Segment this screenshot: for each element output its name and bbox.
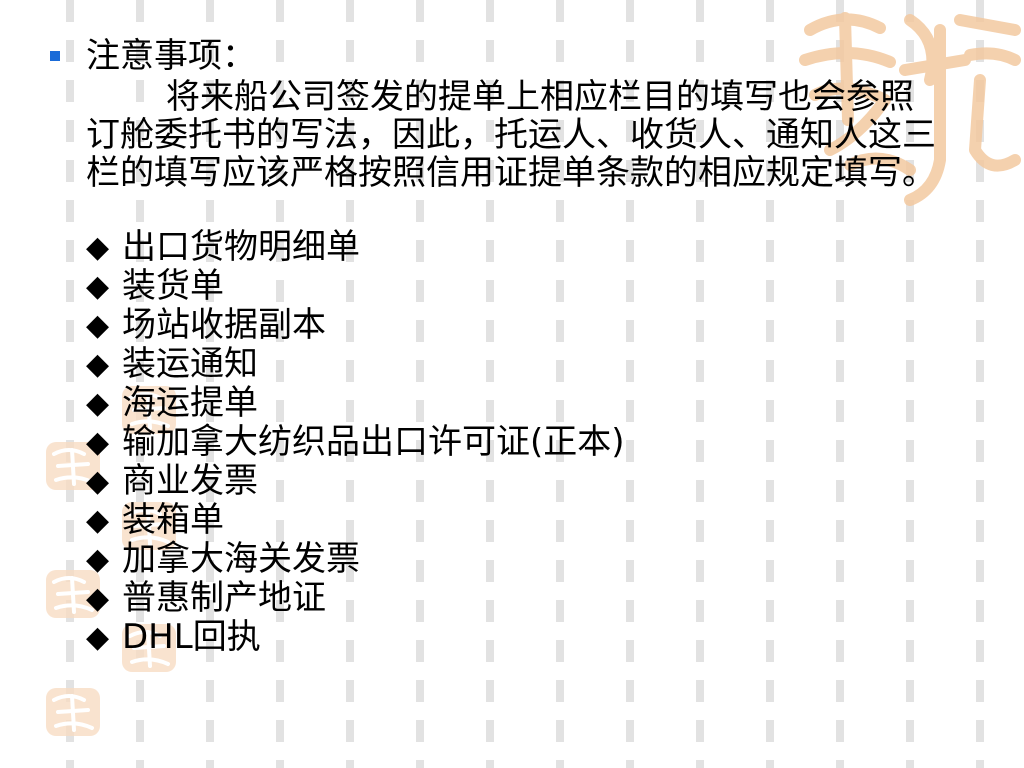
dashed-line xyxy=(346,0,354,768)
small-seal-icon xyxy=(46,442,100,490)
dashed-line xyxy=(486,0,494,768)
list-item: ◆ 海运提单 xyxy=(86,384,625,423)
diamond-bullet-icon: ◆ xyxy=(86,425,110,460)
list-item-text: 加拿大海关发票 xyxy=(122,539,360,579)
list-item-text: 场站收据副本 xyxy=(122,305,326,345)
dashed-line xyxy=(696,0,704,768)
list-item-text: 海运提单 xyxy=(122,383,258,423)
small-seal-icon xyxy=(122,624,176,672)
dashed-line xyxy=(206,0,214,768)
auspicious-seal-icon xyxy=(799,12,1021,206)
list-item-text: 商业发票 xyxy=(122,461,258,501)
list-item: ◆ 普惠制产地证 xyxy=(86,579,625,618)
list-item: ◆ DHL回执 xyxy=(86,618,625,657)
small-seal-icon xyxy=(46,570,100,618)
dashed-line xyxy=(836,0,844,768)
list-item: ◆ 加拿大海关发票 xyxy=(86,540,625,579)
diamond-bullet-icon: ◆ xyxy=(86,542,110,577)
diamond-bullet-icon: ◆ xyxy=(86,386,110,421)
list-item: ◆ 装货单 xyxy=(86,267,625,306)
list-item: ◆ 商业发票 xyxy=(86,462,625,501)
diamond-bullet-icon: ◆ xyxy=(86,581,110,616)
dashed-line xyxy=(276,0,284,768)
list-item: ◆ 装箱单 xyxy=(86,501,625,540)
dashed-line xyxy=(626,0,634,768)
list-item: ◆ 场站收据副本 xyxy=(86,306,625,345)
dashed-line xyxy=(66,0,74,768)
list-item-text: 装运通知 xyxy=(122,344,258,384)
diamond-bullet-icon: ◆ xyxy=(86,464,110,499)
diamond-bullet-icon: ◆ xyxy=(86,230,110,265)
list-item: ◆ 出口货物明细单 xyxy=(86,228,625,267)
diamond-bullet-icon: ◆ xyxy=(86,347,110,382)
small-seal-icon xyxy=(46,688,100,736)
small-seal-icon xyxy=(122,386,176,434)
dashed-line xyxy=(416,0,424,768)
list-item: ◆ 装运通知 xyxy=(86,345,625,384)
small-seal-icon xyxy=(122,502,176,550)
list-item-text: 普惠制产地证 xyxy=(122,578,326,618)
list-item-text: 装箱单 xyxy=(122,500,224,540)
slide-paragraph: 将来船公司签发的提单上相应栏目的填写也会参照订舱委托书的写法，因此，托运人、收货… xyxy=(86,77,936,193)
diamond-bullet-icon: ◆ xyxy=(86,308,110,343)
dashed-line xyxy=(906,0,914,768)
square-bullet-icon xyxy=(50,51,60,61)
list-item-text: DHL回执 xyxy=(122,617,261,657)
list-item-text: 输加拿大纺织品出口许可证(正本) xyxy=(122,422,625,462)
diamond-bullet-icon: ◆ xyxy=(86,503,110,538)
list-item: ◆ 输加拿大纺织品出口许可证(正本) xyxy=(86,423,625,462)
diamond-bullet-icon: ◆ xyxy=(86,269,110,304)
list-item-text: 装货单 xyxy=(122,266,224,306)
document-list: ◆ 出口货物明细单 ◆ 装货单 ◆ 场站收据副本 ◆ 装运通知 ◆ 海运提单 ◆ 输加拿大纺… xyxy=(86,228,625,657)
dashed-line xyxy=(766,0,774,768)
dashed-line xyxy=(136,0,144,768)
dashed-line xyxy=(556,0,564,768)
diamond-bullet-icon: ◆ xyxy=(86,620,110,655)
list-item-text: 出口货物明细单 xyxy=(122,227,360,267)
slide-heading: 注意事项： xyxy=(86,36,256,76)
dashed-line xyxy=(976,0,984,768)
